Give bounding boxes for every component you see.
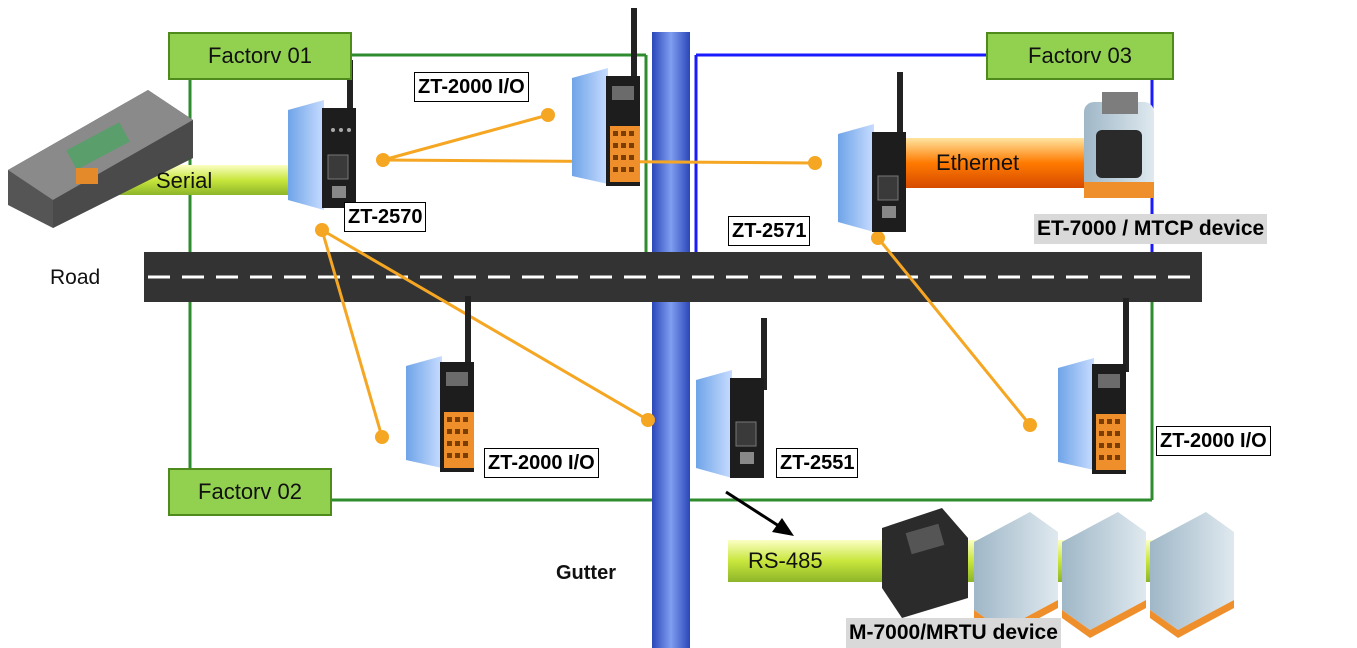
gutter	[652, 32, 690, 648]
m-7000-module-icon-2	[1062, 512, 1146, 638]
m-7000-gateway-icon	[882, 508, 968, 618]
zt-2000-right-device-icon	[1058, 298, 1126, 474]
zt-2000-top-device-icon	[572, 8, 640, 186]
zt-2571-device-icon	[838, 72, 906, 232]
road	[144, 252, 1202, 302]
factory-01-label: Factorv 01	[168, 32, 352, 80]
factory-02-label: Factorv 02	[168, 468, 332, 516]
et-7000-device-icon	[1084, 92, 1154, 198]
m-7000-module-icon-3	[1150, 512, 1234, 638]
zt-2000-top-label: ZT-2000 I/O	[414, 72, 529, 102]
ethernet-label: Ethernet	[936, 150, 1019, 176]
zt-2570-label: ZT-2570	[344, 202, 426, 232]
zt-2551-device-icon	[696, 318, 764, 478]
serial-label: Serial	[156, 168, 212, 194]
road-label: Road	[50, 266, 100, 290]
zt-2000-right-label: ZT-2000 I/O	[1156, 426, 1271, 456]
zt-2000-bottom-label: ZT-2000 I/O	[484, 448, 599, 478]
gutter-label: Gutter	[556, 562, 616, 585]
factory-03-label: Factorv 03	[986, 32, 1174, 80]
controller-icon	[8, 90, 193, 228]
rs485-label: RS-485	[748, 548, 823, 574]
m-7000-label: M-7000/MRTU device	[846, 618, 1061, 648]
zt-2551-label: ZT-2551	[776, 448, 858, 478]
zt-2570-device-icon	[288, 60, 356, 210]
zt-2000-bottom-device-icon	[406, 296, 474, 472]
zt-2571-label: ZT-2571	[728, 216, 810, 246]
et-7000-label: ET-7000 / MTCP device	[1034, 214, 1267, 244]
